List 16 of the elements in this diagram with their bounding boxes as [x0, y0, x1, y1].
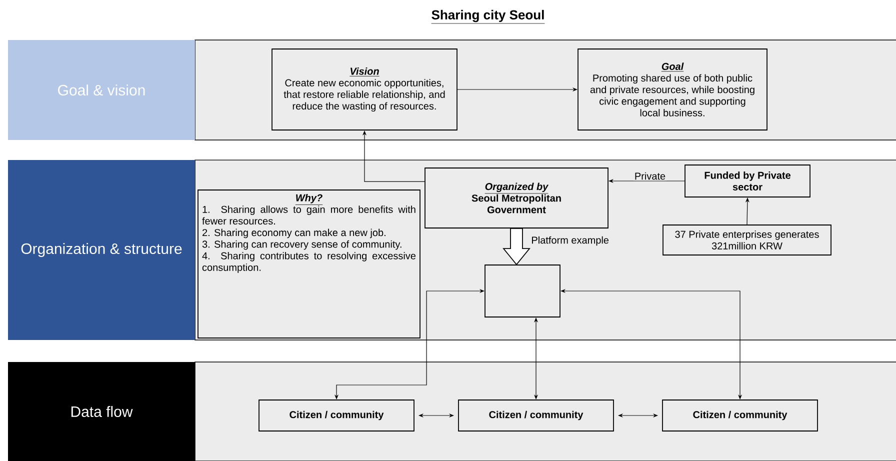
- process-box: Funded by Private sector: [684, 164, 810, 198]
- process-box: Citizen / community: [458, 400, 614, 432]
- process-box: Organized by Seoul Metropolitan Government: [424, 168, 608, 228]
- process-box: Vision Create new economic opportunities, that restore reliable relationship, and reduce the wasting of resources.: [272, 48, 458, 130]
- row-header: Organization & structure: [8, 160, 195, 340]
- title: Sharing city Seoul: [431, 10, 545, 24]
- row-header: Goal & vision: [8, 40, 195, 140]
- process-box: Citizen / community: [662, 400, 818, 432]
- text-box: Why? 1. Sharing allows to gain more benefits with fewer resources. 2. Sharing economy can make a new job. 3. Sharing can recovery sense of community. 4. Sharing contributes to resolving excessive consumption.: [198, 190, 420, 338]
- process-box: 37 Private enterprises generates 321million KRW: [662, 224, 832, 256]
- block-arrow: [502, 228, 530, 266]
- edge-label: Platform example: [530, 235, 610, 247]
- row-header: Data flow: [8, 362, 195, 461]
- process-box: Citizen / community: [258, 400, 414, 432]
- process-box: Goal Promoting shared use of both public and private resources, while boosting civic engagement and supporting local business.: [578, 48, 768, 130]
- empty-box: [484, 264, 560, 318]
